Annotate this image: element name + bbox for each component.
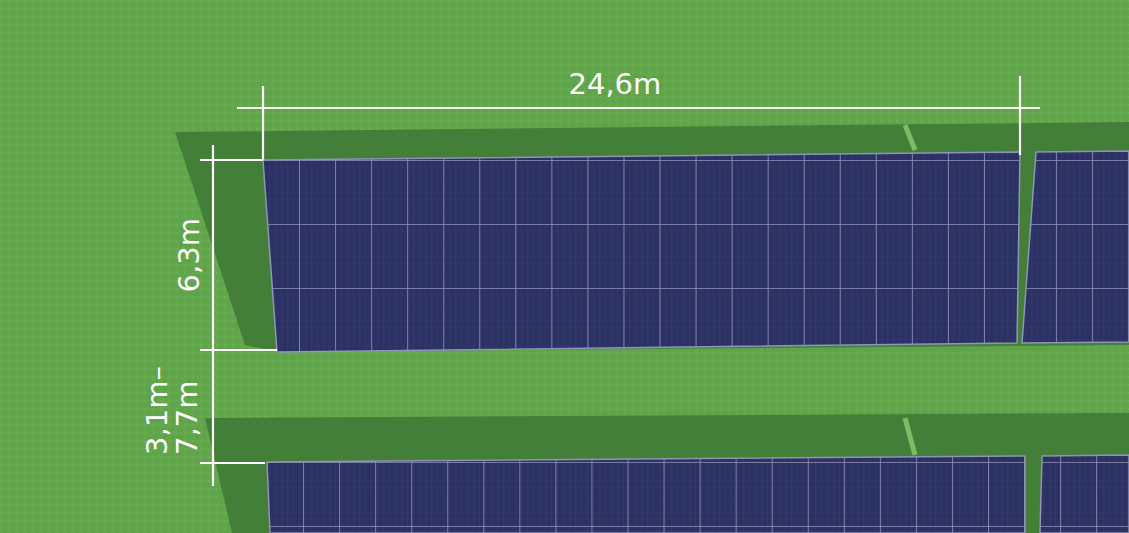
dimension-label: 24,6m (569, 69, 662, 99)
solar-panel-table (263, 152, 1020, 352)
panel-module-grid (1022, 151, 1129, 343)
extension-line (200, 349, 277, 351)
solar-panel-table (267, 456, 1025, 533)
dimension-line (212, 145, 214, 486)
row-shadow (175, 122, 1129, 352)
panel-module-grid (263, 152, 1020, 352)
row-shadow (205, 413, 1129, 533)
dimension-label: 3,1m– 7,7m (142, 366, 203, 455)
solar-panel-table (1022, 151, 1129, 343)
dimension-label: 6,3m (174, 218, 204, 292)
extension-line (262, 86, 264, 160)
solar-panel-table (1040, 455, 1129, 533)
dimension-line (237, 107, 1040, 109)
extension-line (200, 462, 265, 464)
extension-line (200, 159, 263, 161)
extension-line (1019, 76, 1021, 155)
panel-module-grid (1040, 455, 1129, 533)
dimension-lines (200, 76, 1040, 486)
panel-module-grid (267, 456, 1025, 533)
